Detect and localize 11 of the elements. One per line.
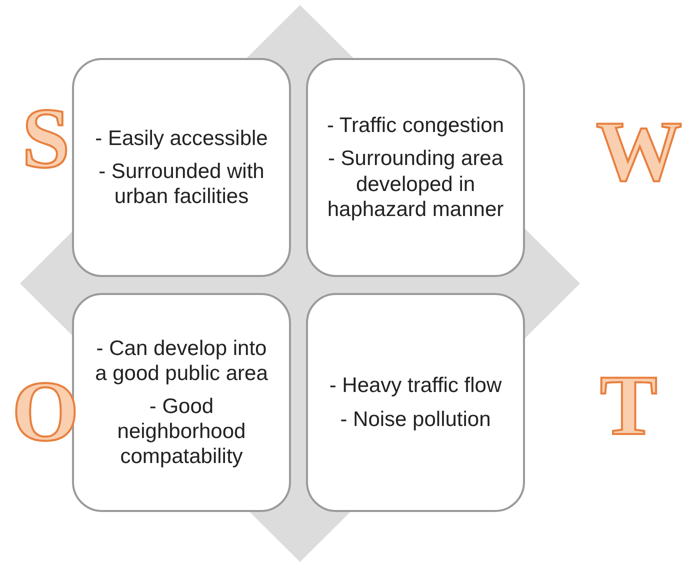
bullet-text: - Surrounded with urban facilities xyxy=(98,158,266,210)
bullet-text: - Heavy traffic flow xyxy=(329,373,502,398)
bullet-text: - Noise pollution xyxy=(340,406,491,432)
swot-letter: S xyxy=(22,95,70,181)
bullet-text: - Good neighborhood compatability xyxy=(116,394,247,470)
swot-letter: T xyxy=(600,362,658,448)
swot-letter: W xyxy=(596,108,682,194)
bullet-text: - Can develop into a good public area xyxy=(94,336,269,386)
bullet-text: - Surrounding area developed in haphazard manner xyxy=(326,146,505,222)
bullet-text: - Traffic congestion xyxy=(326,113,504,138)
bullet-text: - Easily accessible xyxy=(95,126,268,151)
